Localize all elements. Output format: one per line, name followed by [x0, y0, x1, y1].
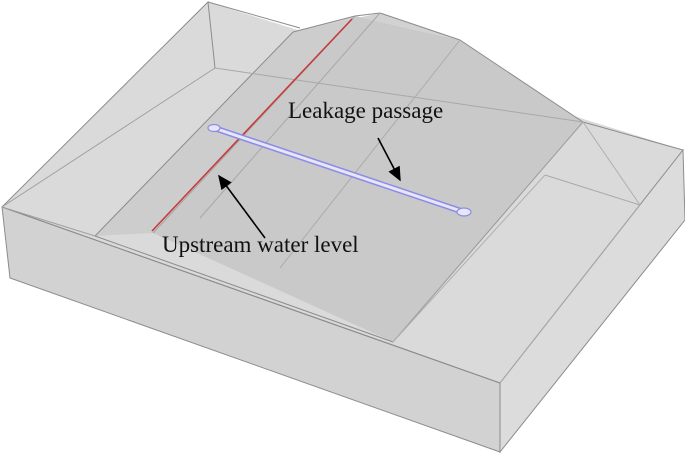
dam-upstream-slope — [95, 16, 355, 236]
box-back-left-edge — [1, 67, 216, 208]
box-top-front-edge — [1, 206, 501, 384]
dam-upstream-toe-line — [94, 31, 294, 237]
leakage-arrow — [377, 137, 401, 182]
leakage-passage — [207, 123, 472, 217]
inner-line-5 — [499, 204, 641, 384]
box-top-back-edge — [207, 1, 301, 29]
upstream-water-level-line — [151, 18, 353, 232]
dam-crest-line-c — [379, 12, 461, 41]
dam-base-front-edge — [94, 235, 394, 343]
dam-crest — [293, 13, 460, 40]
inner-line-1 — [214, 67, 584, 123]
dam-downstream-toe — [392, 121, 584, 343]
box-top-right-edge — [582, 121, 684, 151]
dam-crest-line-b — [354, 12, 381, 17]
inner-line-3 — [544, 174, 641, 206]
dam-downstream-slope-edge — [459, 39, 584, 123]
upstream-arrow — [218, 174, 266, 239]
inner-line-7 — [392, 174, 546, 343]
dam-crest-rear-line-2 — [279, 39, 461, 269]
dam-crest-line-a — [292, 15, 356, 33]
inner-line-4 — [582, 121, 641, 206]
leakage-passage-label: Leakage passage — [288, 98, 443, 123]
upstream-water-level-label: Upstream water level — [162, 232, 359, 257]
inner-line-2 — [1, 206, 96, 237]
